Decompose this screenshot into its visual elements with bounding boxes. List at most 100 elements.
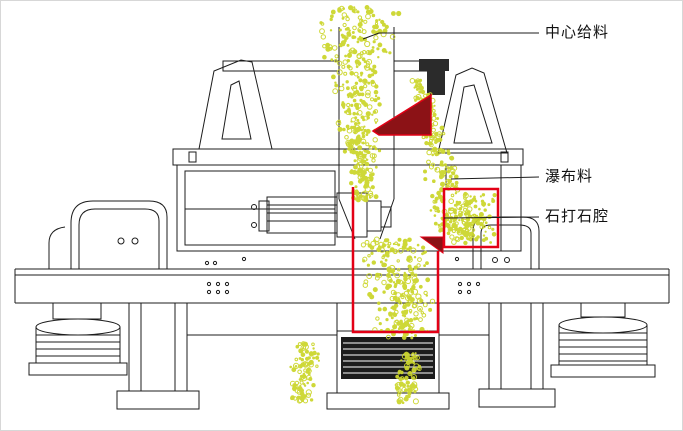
particle-dot: [461, 203, 465, 208]
particle-dot: [492, 193, 497, 198]
particle-dot: [364, 182, 370, 187]
particle-dot: [464, 221, 470, 226]
particle-dot: [365, 111, 371, 117]
particle-dot: [376, 96, 381, 101]
right-bracket-hole: [453, 84, 493, 144]
particle-dot: [398, 248, 404, 254]
particle-dot: [407, 237, 412, 243]
particle-dot: [360, 115, 365, 119]
particle-dot: [460, 218, 464, 222]
particle-dot: [454, 192, 458, 195]
particle-dot: [457, 200, 462, 205]
particle-dot: [416, 297, 423, 304]
particle-dot: [411, 303, 417, 309]
particle-dot: [372, 137, 378, 143]
particle-dot: [355, 138, 361, 144]
particle-dot: [392, 295, 398, 301]
particle-dot: [367, 254, 371, 258]
particle-dot: [367, 73, 372, 79]
particle-dot: [300, 358, 304, 362]
particle-dot: [398, 376, 403, 382]
particle-dot: [423, 290, 428, 296]
particle-dot: [388, 51, 392, 55]
particle-dot: [408, 289, 414, 296]
particle-dot: [340, 33, 344, 37]
particle-dot: [420, 89, 426, 95]
main-beam: [14, 268, 670, 304]
particle-dot: [396, 399, 402, 405]
highlight-anvil: [419, 236, 444, 254]
particle-dot: [341, 83, 345, 86]
particle-dot: [381, 262, 387, 268]
particle-dot: [414, 352, 417, 355]
label-center-feed: 中心给料: [545, 24, 610, 41]
particle-dot: [387, 245, 391, 249]
particle-dot: [301, 342, 306, 347]
particle-dot: [454, 184, 458, 188]
particle-dot: [472, 197, 477, 202]
particle-dot: [437, 194, 442, 198]
particle-dot: [360, 126, 364, 131]
particle-dot: [444, 222, 450, 228]
particle-dot: [361, 50, 367, 55]
particle-dot: [469, 231, 474, 236]
particle-dot: [360, 19, 364, 22]
particle-dot: [393, 250, 397, 254]
particle-dot: [362, 118, 366, 122]
particle-dot: [402, 303, 407, 307]
particle-dot: [347, 52, 352, 57]
particle-dot: [370, 81, 376, 87]
particle-dot: [406, 380, 410, 385]
particle-dot: [429, 209, 433, 212]
particle-dot: [445, 178, 451, 185]
particle-dot: [374, 147, 378, 151]
particle-dot: [366, 104, 373, 110]
particle-dot: [346, 102, 351, 108]
particle-dot: [307, 372, 311, 376]
particle-dot: [433, 104, 436, 107]
particle-dot: [353, 159, 357, 163]
particle-dot: [345, 80, 349, 84]
particle-dot: [300, 394, 305, 399]
particle-dot: [436, 117, 440, 120]
particle-dot: [394, 272, 401, 279]
particle-dot: [402, 377, 405, 380]
particle-dot: [382, 254, 386, 258]
particle-dot: [344, 36, 348, 40]
particle-dot: [403, 396, 409, 402]
particle-dot: [473, 234, 476, 237]
particle-dot: [387, 241, 392, 246]
particle-dot: [364, 65, 370, 71]
particle-dot: [312, 350, 317, 356]
particle-dot: [385, 285, 390, 291]
particle-dot: [356, 54, 362, 59]
particle-dot: [345, 139, 352, 146]
particle-dot: [365, 142, 370, 147]
left-bracket-hole: [221, 80, 252, 140]
particle-dot: [451, 239, 457, 245]
particle-dot: [359, 71, 364, 76]
particle-dot: [412, 355, 418, 361]
particle-streams: [289, 5, 497, 405]
particle-dot: [428, 141, 433, 146]
particle-dot: [357, 145, 363, 151]
particle-dot: [351, 142, 355, 146]
particle-dot: [413, 280, 416, 283]
particle-dot: [471, 228, 476, 232]
particle-dot: [437, 223, 441, 227]
bolt: [215, 289, 221, 295]
particle-dot: [363, 84, 368, 89]
particle-dot: [404, 375, 409, 380]
particle-dot: [372, 64, 377, 69]
bolt: [224, 289, 230, 295]
bolt: [206, 281, 212, 287]
particle-dot: [360, 138, 367, 145]
particle-dot: [369, 245, 375, 250]
particle-dot: [396, 393, 401, 397]
particle-dot: [347, 107, 351, 111]
particle-dot: [294, 357, 299, 362]
particle-dot: [415, 355, 421, 361]
particle-dot: [346, 43, 350, 47]
particle-dot: [412, 398, 419, 405]
